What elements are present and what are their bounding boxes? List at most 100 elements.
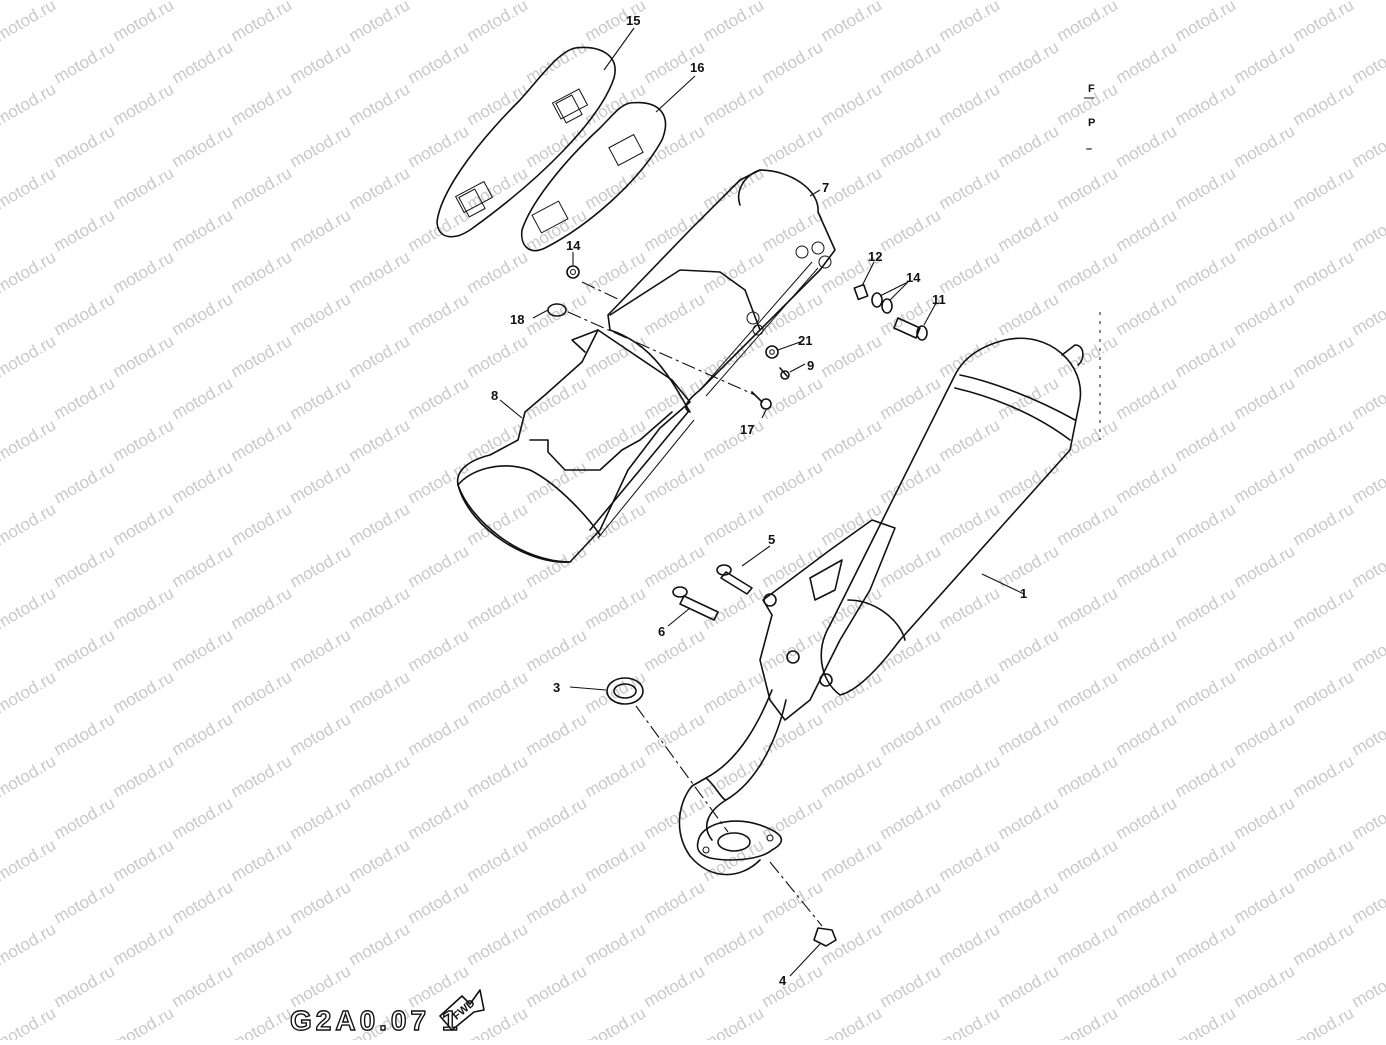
watermark-text: motod.ru	[51, 961, 119, 1011]
watermark-text: motod.ru	[877, 709, 945, 759]
watermark-text: motod.ru	[464, 163, 532, 213]
watermark-text: motod.ru	[110, 751, 178, 801]
watermark-text: motod.ru	[1113, 709, 1181, 759]
watermark-text: motod.ru	[582, 79, 650, 129]
watermark-text: motod.ru	[169, 0, 237, 3]
watermark-text: motod.ru	[1231, 709, 1299, 759]
watermark-text: motod.ru	[523, 793, 591, 843]
watermark-text: motod.ru	[936, 835, 1004, 885]
callout-7: 7	[822, 180, 829, 195]
watermark-text: motod.ru	[346, 835, 414, 885]
watermark-text: motod.ru	[405, 373, 473, 423]
watermark-text: motod.ru	[1349, 205, 1386, 255]
watermark-text: motod.ru	[110, 247, 178, 297]
watermark-text: motod.ru	[346, 415, 414, 465]
watermark-text: motod.ru	[1349, 877, 1386, 927]
callout-3: 3	[553, 680, 560, 695]
watermark-text: motod.ru	[995, 961, 1063, 1011]
fwd-arrow-icon: FWD	[440, 990, 484, 1030]
watermark-text: motod.ru	[287, 793, 355, 843]
watermark-text: motod.ru	[464, 415, 532, 465]
watermark-text: motod.ru	[1113, 121, 1181, 171]
callout-5: 5	[768, 532, 775, 547]
watermark-text: motod.ru	[405, 37, 473, 87]
watermark-text: motod.ru	[1054, 1003, 1122, 1040]
watermark-text: motod.ru	[228, 751, 296, 801]
watermark-text: motod.ru	[346, 751, 414, 801]
watermark-text: motod.ru	[641, 625, 709, 675]
watermark-text: motod.ru	[582, 583, 650, 633]
watermark-text: motod.ru	[995, 793, 1063, 843]
watermark-text: motod.ru	[936, 583, 1004, 633]
watermark-text: motod.ru	[995, 373, 1063, 423]
watermark-text: motod.ru	[51, 121, 119, 171]
watermark-text: motod.ru	[405, 709, 473, 759]
watermark-text: motod.ru	[169, 793, 237, 843]
watermark-text: motod.ru	[169, 625, 237, 675]
watermark-text: motod.ru	[818, 415, 886, 465]
watermark-text: motod.ru	[1054, 499, 1122, 549]
watermark-text: motod.ru	[1172, 667, 1240, 717]
watermark-text: motod.ru	[287, 205, 355, 255]
watermark-text: motod.ru	[228, 667, 296, 717]
watermark-text: motod.ru	[582, 919, 650, 969]
watermark-text: motod.ru	[877, 0, 945, 3]
watermark-text: motod.ru	[995, 121, 1063, 171]
watermark-text: motod.ru	[0, 583, 59, 633]
watermark-text: motod.ru	[1054, 667, 1122, 717]
watermark-text: motod.ru	[700, 667, 768, 717]
watermark-text: motod.ru	[1349, 0, 1386, 3]
watermark-text: motod.ru	[169, 877, 237, 927]
watermark-text: motod.ru	[523, 0, 591, 3]
watermark-text: motod.ru	[759, 793, 827, 843]
watermark-text: motod.ru	[464, 919, 532, 969]
watermark-text: motod.ru	[51, 793, 119, 843]
callout-1: 1	[1020, 586, 1027, 601]
watermark-text: motod.ru	[110, 415, 178, 465]
watermark-text: motod.ru	[523, 457, 591, 507]
watermark-text: motod.ru	[405, 877, 473, 927]
watermark-text: motod.ru	[1231, 457, 1299, 507]
callout-21: 21	[798, 333, 812, 348]
callout-8: 8	[491, 388, 498, 403]
watermark-text: motod.ru	[1349, 121, 1386, 171]
washers-14-right	[872, 293, 892, 313]
watermark-text: motod.ru	[759, 541, 827, 591]
watermark-text: motod.ru	[1172, 751, 1240, 801]
watermark-text: motod.ru	[169, 205, 237, 255]
watermark-text: motod.ru	[1290, 583, 1358, 633]
watermark-text: motod.ru	[523, 877, 591, 927]
watermark-text: motod.ru	[169, 289, 237, 339]
watermark-text: motod.ru	[346, 667, 414, 717]
watermark-text: motod.ru	[1349, 373, 1386, 423]
watermark-text: motod.ru	[1231, 121, 1299, 171]
watermark-text: motod.ru	[641, 0, 709, 3]
watermark-text: motod.ru	[1231, 289, 1299, 339]
watermark-text: motod.ru	[51, 289, 119, 339]
watermark-text: motod.ru	[1231, 625, 1299, 675]
watermark-text: motod.ru	[1172, 415, 1240, 465]
watermark-text: motod.ru	[287, 625, 355, 675]
watermark-text: motod.ru	[110, 583, 178, 633]
watermark-text: motod.ru	[641, 121, 709, 171]
watermark-text: motod.ru	[405, 793, 473, 843]
watermark-text: motod.ru	[523, 289, 591, 339]
watermark-text: motod.ru	[405, 0, 473, 3]
watermark-text: motod.ru	[1231, 793, 1299, 843]
watermark-text: motod.ru	[877, 961, 945, 1011]
watermark-text: motod.ru	[51, 205, 119, 255]
watermark-text: motod.ru	[1113, 37, 1181, 87]
watermark-text: motod.ru	[228, 835, 296, 885]
watermark-text: motod.ru	[51, 0, 119, 3]
watermark-text: motod.ru	[0, 79, 59, 129]
watermark-text: motod.ru	[0, 667, 59, 717]
watermark-text: motod.ru	[995, 0, 1063, 3]
watermark-text: motod.ru	[1349, 289, 1386, 339]
watermark-text: motod.ru	[700, 0, 768, 45]
watermark-text: motod.ru	[110, 667, 178, 717]
watermark-text: motod.ru	[641, 541, 709, 591]
callout-4: 4	[779, 973, 787, 988]
watermark-text: motod.ru	[287, 457, 355, 507]
